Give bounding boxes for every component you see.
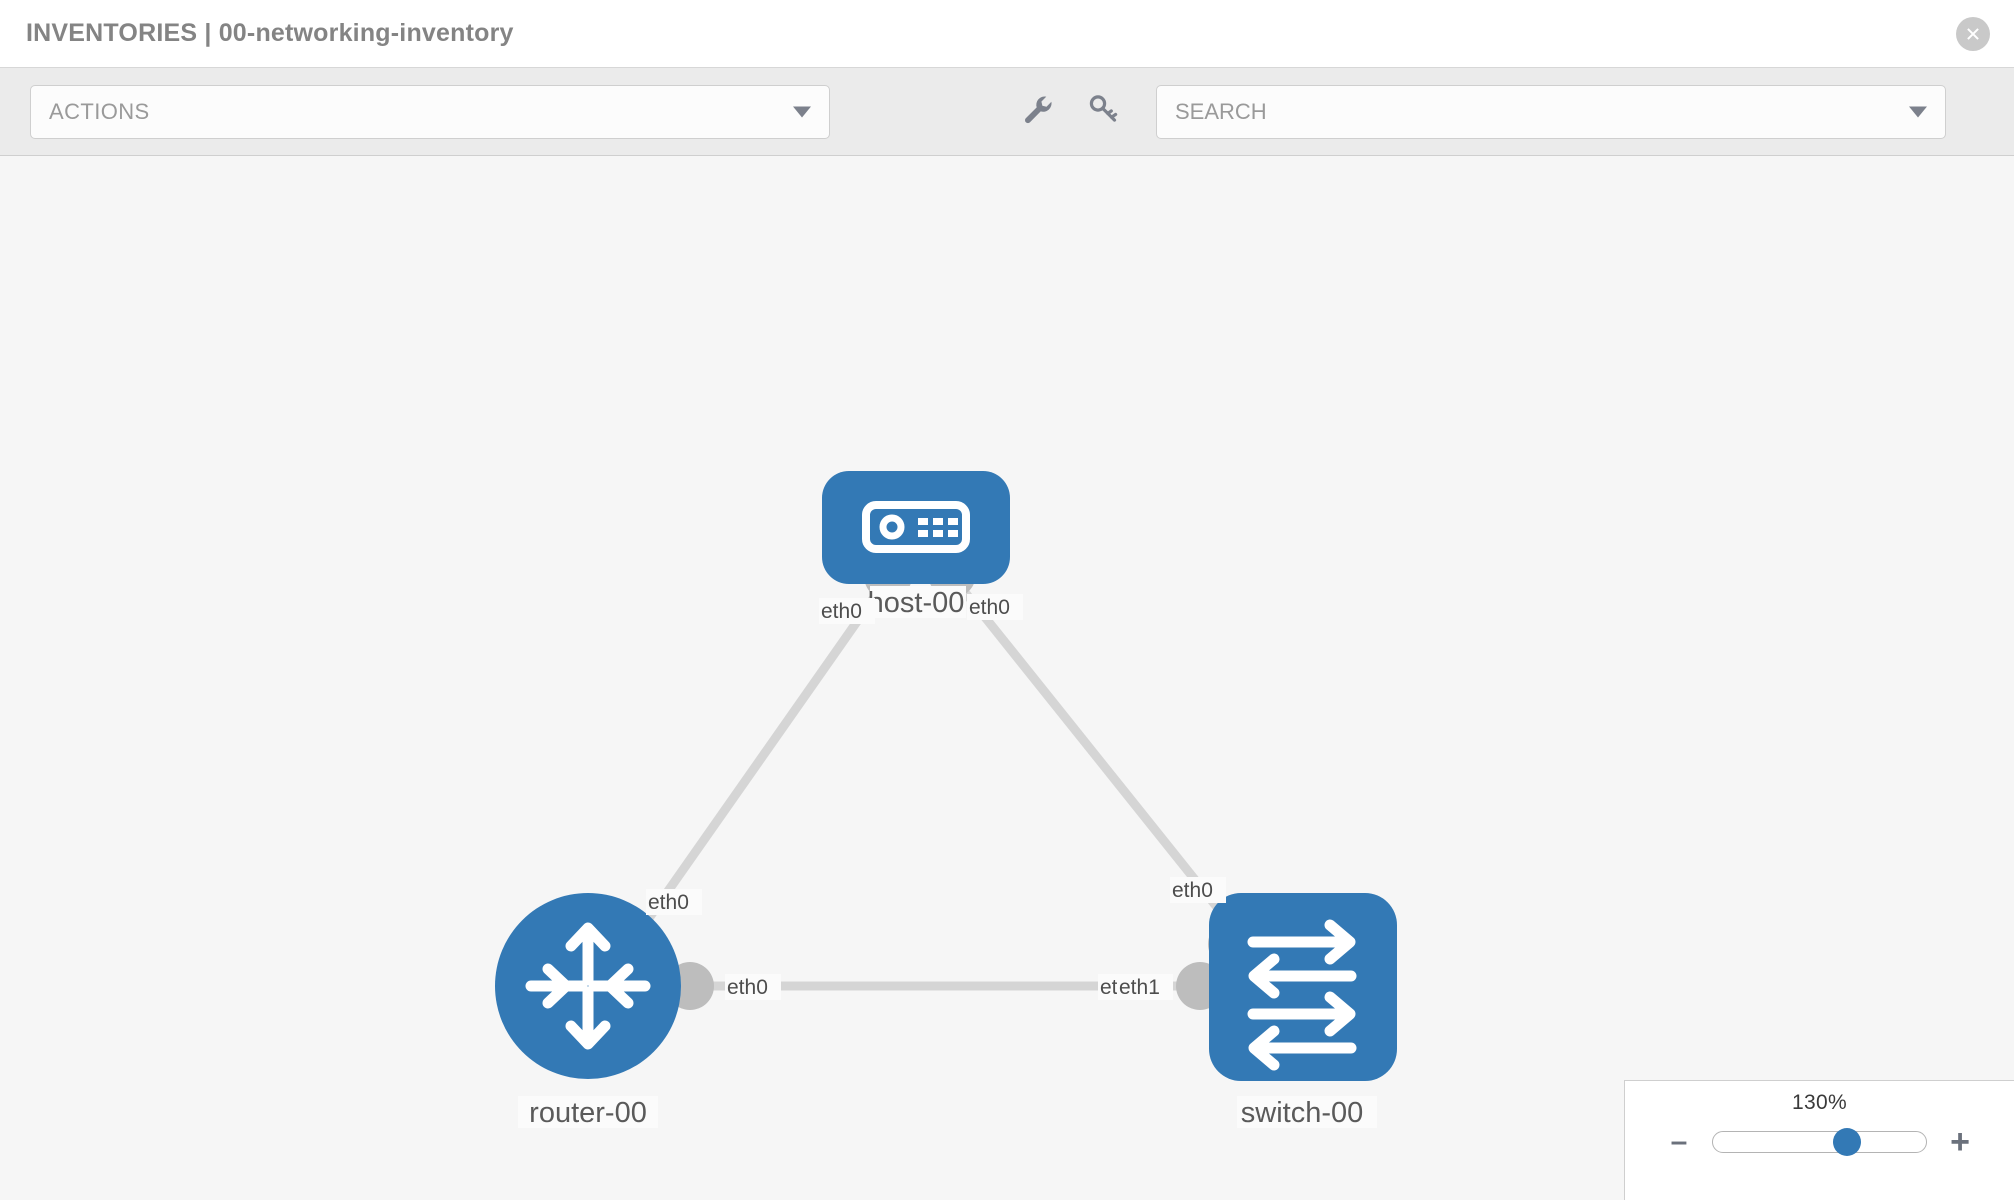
interface-label: eth0 bbox=[821, 600, 862, 623]
server-device-icon bbox=[862, 501, 970, 553]
link-host00-switch00[interactable] bbox=[948, 573, 1244, 939]
minus-icon[interactable]: – bbox=[1670, 1125, 1688, 1158]
page-title: INVENTORIES | 00-networking-inventory bbox=[26, 19, 514, 47]
node-label-router-00: router-00 bbox=[529, 1097, 647, 1129]
zoom-slider-row: – + bbox=[1625, 1125, 2014, 1159]
chevron-down-icon bbox=[793, 106, 811, 117]
search-chevron-down-icon[interactable] bbox=[1909, 106, 1927, 117]
switch-arrows-icon bbox=[1247, 919, 1357, 1071]
node-label-switch-00: switch-00 bbox=[1241, 1097, 1364, 1129]
topology-graph: host-00 router-00 bbox=[495, 471, 1397, 1129]
topology-toolbar: ACTIONS bbox=[0, 68, 2014, 156]
interface-label: eth0 bbox=[969, 596, 1010, 619]
actions-dropdown[interactable]: ACTIONS bbox=[30, 84, 830, 139]
search-input[interactable] bbox=[1175, 98, 1927, 125]
window-titlebar: INVENTORIES | 00-networking-inventory bbox=[0, 0, 2014, 68]
topology-canvas[interactable]: host-00 router-00 bbox=[0, 156, 2014, 1200]
interface-label: eth0 bbox=[648, 891, 689, 914]
search-field[interactable] bbox=[1156, 84, 1946, 139]
topology-links bbox=[636, 573, 1244, 991]
zoom-slider-thumb[interactable] bbox=[1833, 1128, 1861, 1156]
link-host00-router00[interactable] bbox=[636, 573, 893, 934]
close-icon[interactable] bbox=[1956, 16, 1990, 51]
interface-label: eth0 bbox=[1172, 879, 1213, 902]
topology-node-host-00[interactable]: host-00 bbox=[822, 471, 1010, 619]
key-icon[interactable] bbox=[1086, 92, 1120, 131]
topology-interface-labels: eth0 eth0 eth0 eth0 eth0 eth0 eth1 bbox=[646, 594, 1226, 1000]
toolbar-icon-group bbox=[1020, 92, 1120, 131]
router-arrows-icon bbox=[525, 922, 651, 1050]
actions-dropdown-label: ACTIONS bbox=[49, 98, 150, 124]
zoom-control-panel: 130% – + bbox=[1624, 1080, 2014, 1200]
topology-node-router-00[interactable]: router-00 bbox=[495, 893, 681, 1129]
topology-node-switch-00[interactable]: switch-00 bbox=[1209, 893, 1397, 1129]
plus-icon[interactable]: + bbox=[1950, 1123, 1970, 1161]
zoom-slider[interactable] bbox=[1712, 1128, 1927, 1156]
topology-port-connectors bbox=[666, 550, 1256, 1010]
wrench-icon[interactable] bbox=[1020, 92, 1054, 131]
interface-label: eth1 bbox=[1119, 976, 1160, 999]
zoom-level-value: 130% bbox=[1792, 1091, 1847, 1114]
interface-label: eth0 bbox=[727, 976, 768, 999]
node-label-host-00: host-00 bbox=[868, 587, 965, 619]
